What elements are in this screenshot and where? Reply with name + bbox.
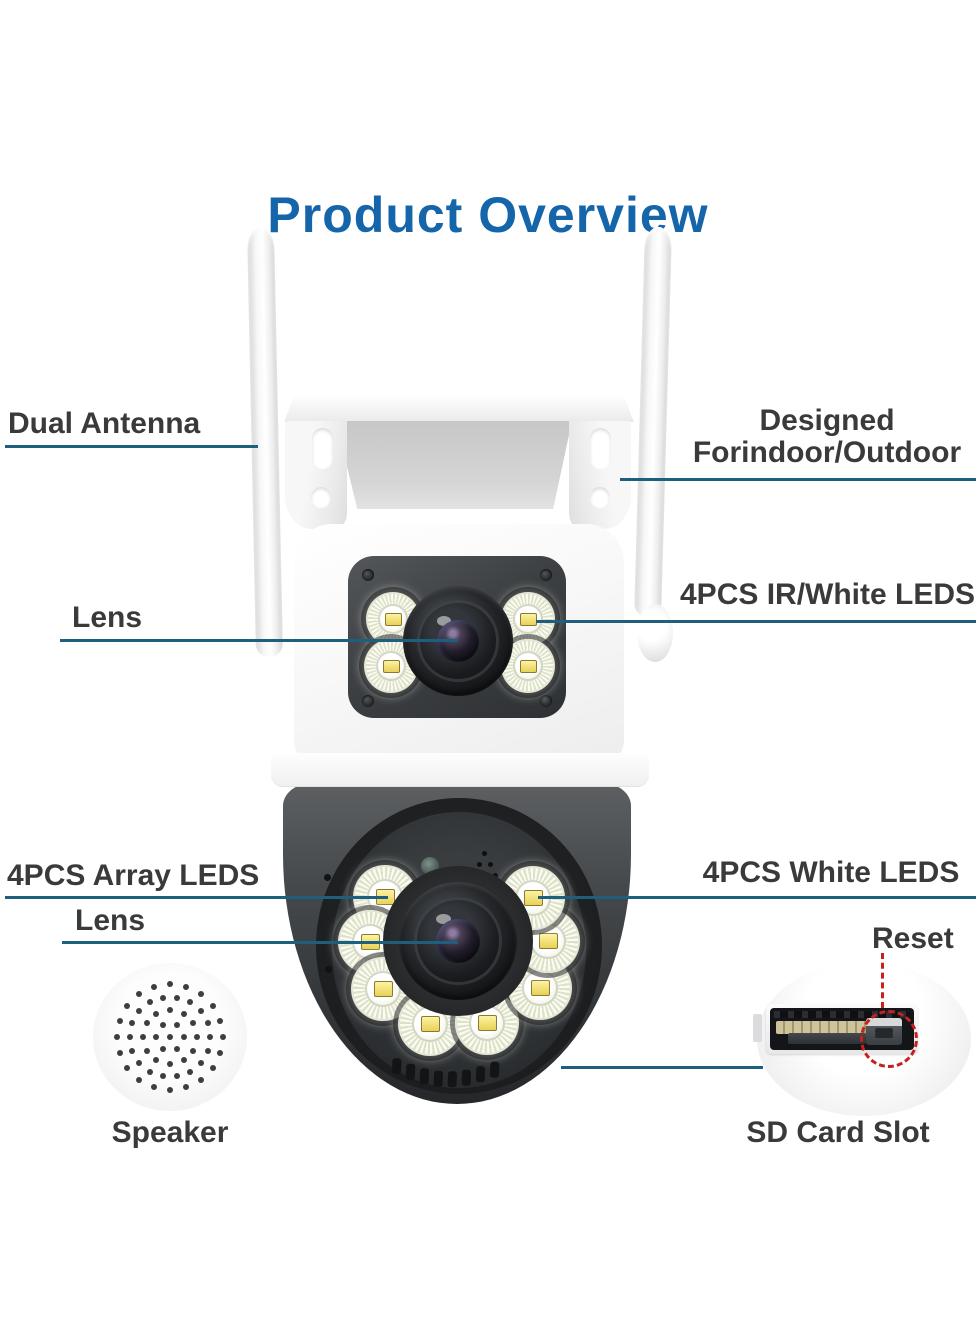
callout-line-sd-slot [561,1066,763,1069]
sd-card-lower [788,1033,866,1044]
panel-screw [362,695,374,707]
shell-screw [325,966,332,973]
sd-slot-tab [753,1014,762,1042]
callout-line-ir-white-leds [536,620,976,623]
lens-glint [435,913,451,925]
left-antenna [247,226,284,658]
label-lens-top: Lens [72,601,143,634]
label-designed-line2: Forindoor/Outdoor [692,435,962,469]
bracket-screw-hole [311,487,331,508]
label-ir-white-leds: 4PCS IR/White LEDS [680,578,976,611]
panel-screw [540,569,552,581]
label-designed-line1: Designed [759,404,895,437]
speaker-grille-holes [167,1034,173,1040]
label-array-leds: 4PCS Array LEDS [7,859,260,892]
reset-pointer-circle [860,1010,918,1068]
panel-led [501,639,555,693]
panel-screw [362,569,374,581]
callout-line-array-leds [5,896,388,899]
head-bottom-band [271,753,649,786]
dome-vents [391,1058,500,1089]
bracket-recess [336,421,572,509]
bracket-top-plate [284,395,634,422]
microphone-holes [482,851,487,856]
reset-pointer-line [881,953,884,1008]
callout-line-lens-bottom [62,941,458,944]
sd-slot-pcb [774,1011,910,1018]
label-designed: Designed Forindoor/Outdoor [677,405,976,469]
callout-line-designed [620,478,976,481]
right-antenna [634,226,672,618]
label-dual-antenna: Dual Antenna [8,407,201,440]
label-reset: Reset [872,922,954,955]
bracket-screw-hole [590,487,610,508]
sd-card [776,1021,868,1034]
callout-line-dual-antenna [5,445,258,448]
lens-glint [437,615,452,626]
label-lens-bottom: Lens [75,904,146,937]
page-title: Product Overview [267,187,709,243]
speaker-illustration [93,963,247,1111]
bracket-screw-hole [312,428,333,469]
panel-screw [540,695,552,707]
callout-line-white-leds [538,896,976,899]
callout-line-lens-top [60,639,458,642]
label-white-leds: 4PCS White LEDS [702,856,960,889]
shell-screw [324,874,331,881]
right-antenna-hinge [637,604,673,662]
bracket-screw-hole [590,428,611,469]
label-sd-card-slot: SD Card Slot [746,1116,930,1149]
label-speaker: Speaker [111,1116,229,1149]
